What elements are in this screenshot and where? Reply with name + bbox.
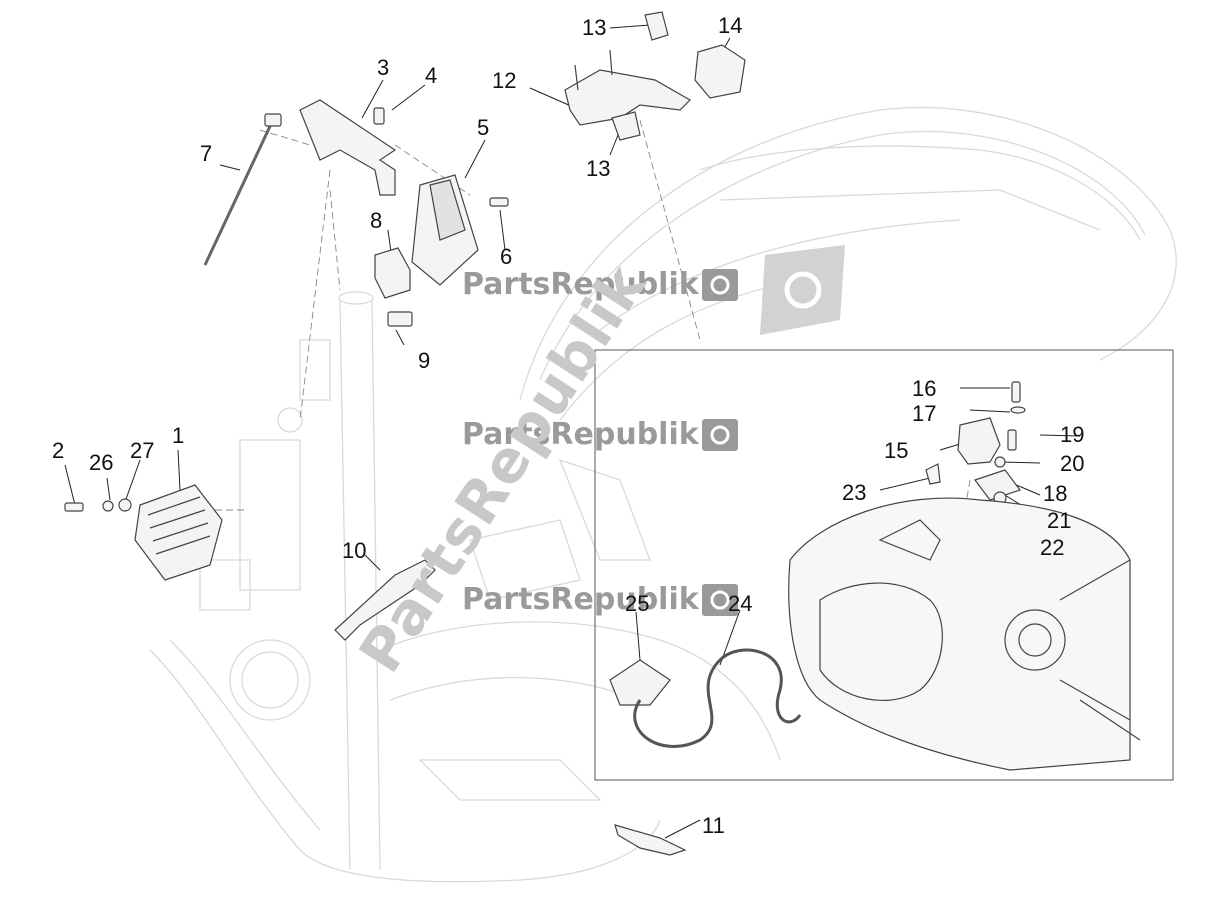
callout-18: 18	[1043, 481, 1068, 506]
watermark-text: PartsRepublik	[462, 582, 699, 617]
callout-2: 2	[52, 438, 65, 463]
callout-12: 12	[492, 68, 517, 93]
callout-9: 9	[418, 348, 431, 373]
callout-17: 17	[912, 401, 937, 426]
callout-27: 27	[130, 438, 155, 463]
gear-flag-icon	[702, 419, 738, 451]
scooter-frame-outline	[149, 106, 1177, 883]
gear-flag-icon	[702, 584, 738, 616]
callout-13-bottom: 13	[586, 156, 611, 181]
callout-24: 24	[728, 591, 753, 616]
callout-11: 11	[702, 813, 725, 838]
callout-10: 10	[342, 538, 367, 563]
callout-5: 5	[477, 115, 490, 140]
callout-20: 20	[1060, 451, 1085, 476]
callout-19: 19	[1060, 422, 1085, 447]
callout-14: 14	[718, 13, 743, 38]
callout-15: 15	[884, 438, 909, 463]
callout-25: 25	[625, 591, 650, 616]
callout-16: 16	[912, 376, 937, 401]
leader-lines	[64, 24, 1081, 839]
callout-21: 21	[1047, 508, 1072, 533]
callout-3: 3	[377, 55, 390, 80]
callout-23: 23	[842, 480, 867, 505]
watermark-text: PartsRepublik	[462, 267, 699, 302]
callout-22: 22	[1040, 535, 1065, 560]
callout-6: 6	[500, 244, 513, 269]
callout-26: 26	[89, 450, 114, 475]
inset-frame	[594, 349, 1174, 781]
gear-flag-icon	[702, 269, 738, 301]
part-sketches	[64, 11, 1141, 856]
callout-4: 4	[425, 63, 438, 88]
callout-8: 8	[370, 208, 383, 233]
watermark-text: PartsRepublik	[462, 417, 699, 452]
callout-1: 1	[172, 423, 185, 448]
callout-7: 7	[200, 141, 213, 166]
gear-flag-icon-large	[760, 245, 845, 335]
callout-13-top: 13	[582, 15, 607, 40]
